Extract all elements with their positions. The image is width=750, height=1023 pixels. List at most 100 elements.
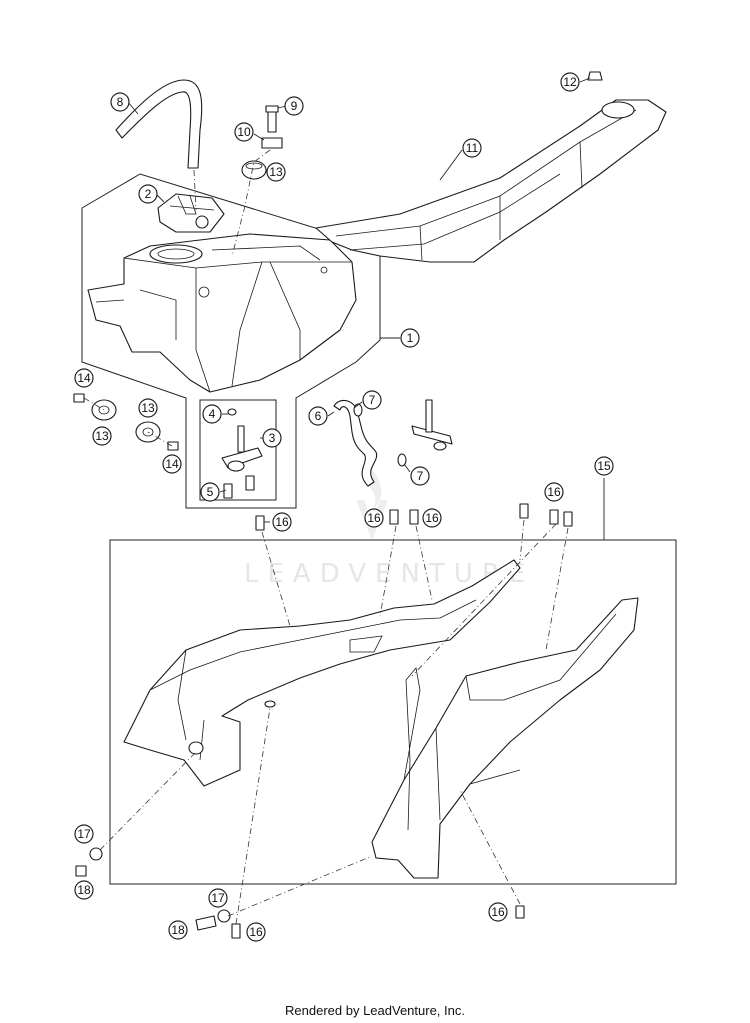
svg-text:15: 15 [597, 459, 611, 473]
svg-text:14: 14 [165, 457, 179, 471]
damper-13-left [91, 399, 117, 421]
tank-group-frame [81, 173, 381, 509]
callout-16-d: 16 [544, 482, 564, 502]
callout-17-bottom: 17 [208, 888, 228, 908]
screw-16-h [231, 923, 241, 939]
fuel-hose [333, 399, 378, 487]
bushing-10 [261, 137, 283, 149]
svg-text:16: 16 [547, 485, 561, 499]
callout-16-c: 16 [422, 508, 442, 528]
svg-text:14: 14 [77, 371, 91, 385]
svg-text:18: 18 [77, 883, 91, 897]
callout-13-b: 13 [92, 426, 112, 446]
fuel-tank [87, 233, 357, 393]
callout-7-top: 7 [362, 390, 382, 410]
callout-16-a: 16 [272, 512, 292, 532]
callout-18-left: 18 [74, 880, 94, 900]
svg-text:11: 11 [466, 141, 479, 155]
screw-9 [265, 105, 279, 133]
screw-18-bottom [195, 915, 217, 931]
svg-text:16: 16 [367, 511, 381, 525]
callout-6: 6 [308, 406, 328, 426]
callout-1: 1 [400, 328, 420, 348]
screw-5 [223, 475, 255, 499]
svg-text:2: 2 [145, 187, 152, 201]
washer-17-left [89, 847, 103, 861]
callout-16-e: 16 [246, 922, 266, 942]
callout-10: 10 [234, 122, 254, 142]
svg-text:16: 16 [425, 511, 439, 525]
screw-14-left [73, 393, 85, 403]
svg-text:1: 1 [407, 331, 414, 345]
rubber-grommet-13-top [241, 160, 267, 180]
svg-text:13: 13 [269, 165, 283, 179]
axis-i [235, 707, 271, 925]
axis-a [261, 531, 291, 627]
breather-hose [115, 79, 203, 169]
svg-text:3: 3 [269, 431, 276, 445]
screw-16-e [549, 509, 559, 525]
leader-6 [327, 411, 335, 417]
screw-16-d [519, 503, 529, 519]
screw-16-c [409, 509, 419, 525]
hose-clamp-7-top [353, 403, 363, 417]
fuel-cap [157, 193, 225, 233]
svg-text:9: 9 [291, 99, 298, 113]
svg-text:16: 16 [249, 925, 263, 939]
callout-16-f: 16 [488, 902, 508, 922]
svg-text:18: 18 [171, 923, 185, 937]
side-panel-group-frame [109, 539, 677, 885]
callout-17-left: 17 [74, 824, 94, 844]
screw-16-g [515, 905, 525, 919]
svg-text:4: 4 [209, 407, 216, 421]
screw-14-right [167, 441, 179, 451]
axis-f [545, 527, 569, 651]
hose-clamp-7-bottom [397, 453, 407, 467]
callout-18-bottom: 18 [168, 920, 188, 940]
svg-text:16: 16 [491, 905, 505, 919]
callout-8: 8 [110, 92, 130, 112]
fastener-12 [587, 71, 603, 81]
axis-b [379, 525, 397, 617]
axis-g [99, 751, 197, 851]
screw-16-a [255, 515, 265, 531]
callout-14-right: 14 [162, 454, 182, 474]
svg-text:13: 13 [141, 401, 155, 415]
screw-16-b [389, 509, 399, 525]
fuel-petcock [221, 408, 263, 472]
right-side-panel [371, 597, 639, 879]
callout-5: 5 [200, 482, 220, 502]
callout-12: 12 [560, 72, 580, 92]
svg-text:17: 17 [211, 891, 225, 905]
callout-13-top: 13 [266, 162, 286, 182]
callout-2: 2 [138, 184, 158, 204]
axis-j [459, 789, 521, 905]
washer-17-bottom [217, 909, 231, 923]
leader-10 [253, 133, 265, 141]
axis-e [411, 523, 557, 677]
svg-text:6: 6 [315, 409, 322, 423]
callout-9: 9 [284, 96, 304, 116]
svg-text:12: 12 [563, 75, 577, 89]
leader-7-bottom [403, 463, 411, 473]
petcock-group-frame [199, 399, 277, 501]
footer-credit: Rendered by LeadVenture, Inc. [285, 1003, 465, 1018]
axis-l [147, 431, 173, 447]
svg-text:16: 16 [275, 515, 289, 529]
screw-axis [231, 149, 271, 257]
screw-18-left [75, 865, 87, 877]
fuel-petcock-alt [411, 399, 453, 451]
svg-text:17: 17 [77, 827, 91, 841]
callout-16-b: 16 [364, 508, 384, 528]
axis-h [227, 855, 373, 917]
callout-15: 15 [594, 456, 614, 476]
callout-4: 4 [202, 404, 222, 424]
leader-8 [127, 101, 139, 115]
callout-14-left: 14 [74, 368, 94, 388]
svg-text:5: 5 [207, 485, 214, 499]
svg-text:7: 7 [417, 469, 424, 483]
seat [315, 99, 667, 263]
leader-5 [219, 489, 227, 493]
leader-7-top [353, 401, 363, 409]
